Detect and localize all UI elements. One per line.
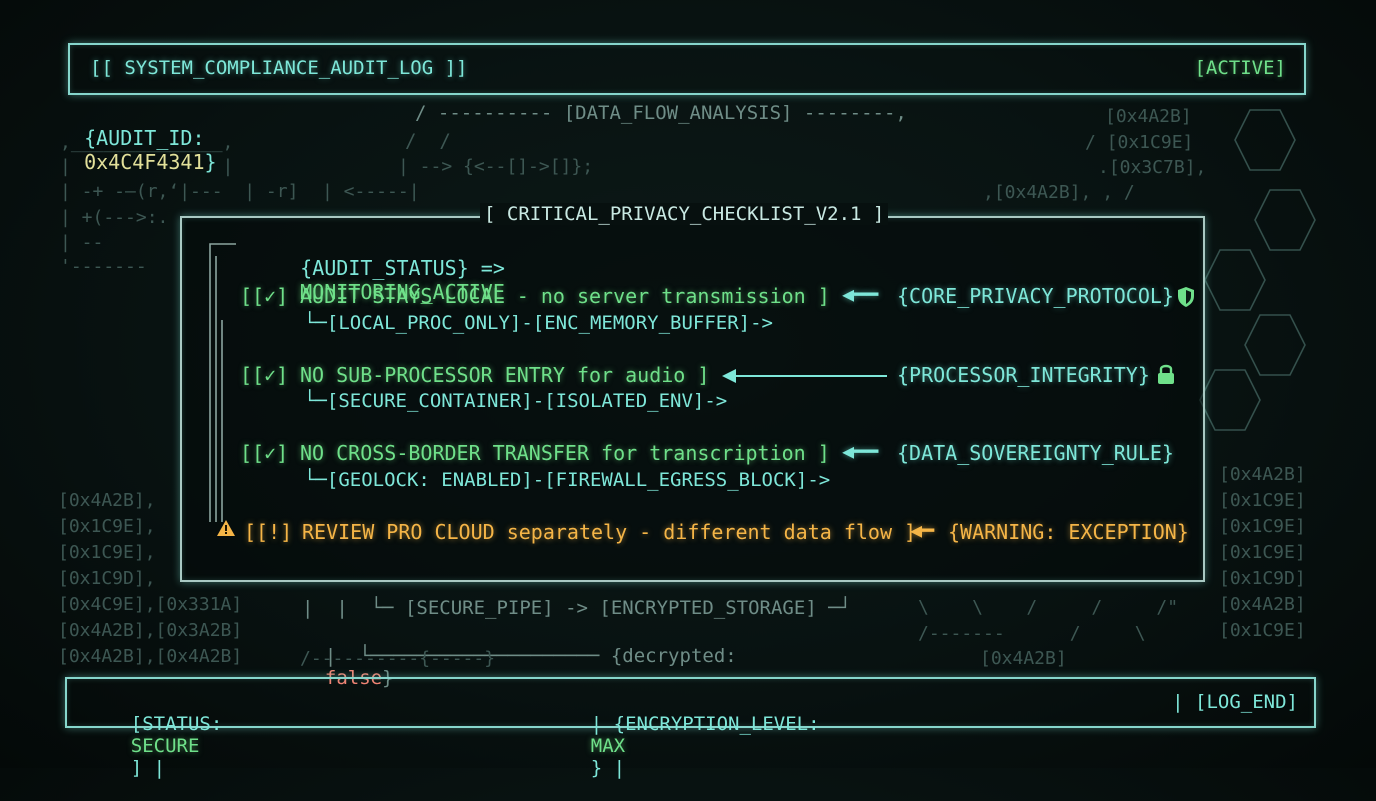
active-status-badge: [ACTIVE]: [1194, 57, 1286, 79]
arrow-left-icon: ◀━━: [842, 282, 879, 306]
encryption-close: } |: [590, 757, 626, 779]
audit-status-label: {AUDIT_STATUS} =>: [300, 256, 505, 280]
warning-mark: [[!]: [244, 520, 293, 544]
checklist-item-detail: └─[LOCAL_PROC_ONLY]-[ENC_MEMORY_BUFFER]-…: [304, 312, 773, 334]
audit-id-value: 0x4C4F4341: [84, 150, 205, 174]
warning-tag: {WARNING: EXCEPTION}: [948, 520, 1189, 544]
checklist-item-text: NO CROSS-BORDER TRANSFER for transcripti…: [300, 441, 830, 465]
hex-value: [0x1C9E]: [1219, 542, 1306, 563]
data-flow-title: / ---------- [DATA_FLOW_ANALYSIS] ------…: [415, 102, 907, 124]
ascii-line: ,______________,: [60, 132, 234, 153]
ascii-line: '-------: [60, 256, 147, 277]
ascii-line: \ \ / / /": [918, 597, 1179, 618]
hex-value: [0x4A2B]: [1219, 464, 1306, 485]
hex-value: [0x4A2B],: [58, 490, 156, 511]
secure-pipe-line: | | └─ [SECURE_PIPE] -> [ENCRYPTED_STORA…: [302, 597, 852, 619]
ascii-line: /------- / \: [918, 623, 1146, 644]
pipe-footer-line: /----------{-----}: [300, 648, 496, 669]
checklist-item-text: NO SUB-PROCESSOR ENTRY for audio ]: [300, 363, 710, 387]
checklist-item-detail: └─[GEOLOCK: ENABLED]-[FIREWALL_EGRESS_BL…: [304, 469, 831, 491]
hex-value: .[0x3C7B],: [1098, 157, 1207, 178]
warning-text: REVIEW PRO CLOUD separately - different …: [302, 520, 917, 544]
arrow-left-icon: ◀━: [910, 518, 935, 542]
hex-value: / [0x1C9E]: [1085, 132, 1194, 153]
audit-status: {AUDIT_STATUS} => MONITORING_ACTIVE: [252, 232, 505, 328]
hex-value: [0x4A2B]: [980, 648, 1067, 669]
hex-value: [0x1C9D]: [1219, 568, 1306, 589]
ascii-line: | +(--->:.: [60, 207, 169, 228]
data-flow-line-4: | <-----|: [322, 181, 420, 202]
hex-value: ,[0x4A2B], , /: [983, 182, 1135, 203]
audit-id-close: }: [204, 150, 217, 174]
audit-id: {AUDIT_ID: 0x4C4F4341}: [60, 102, 217, 174]
protocol-tag: {DATA_SOVEREIGNTY_RULE}: [897, 441, 1174, 465]
check-mark: [[✓]: [240, 441, 289, 465]
data-flow-line-2: / /: [405, 130, 451, 152]
encryption-label: | {ENCRYPTION_LEVEL:: [590, 713, 820, 735]
long-arrow-icon: [722, 369, 887, 383]
audit-id-label: {AUDIT_ID:: [84, 126, 205, 150]
footer-bar: [STATUS: SECURE ] | | {ENCRYPTION_LEVEL:…: [65, 677, 1316, 779]
warning-icon: [217, 520, 235, 536]
hex-value: [0x4A2B],[0x4A2B]: [58, 646, 243, 667]
encryption-indicator: | {ENCRYPTION_LEVEL: MAX } |: [545, 691, 820, 801]
data-flow-line-3: | --> {<--[]->[]};: [398, 156, 594, 177]
hex-value: [0x1C9E]: [1219, 490, 1306, 511]
status-close: ] |: [130, 757, 166, 779]
hex-value: [0x1C9D],: [58, 568, 156, 589]
encryption-value: MAX: [590, 735, 626, 757]
checklist-item-detail: └─[SECURE_CONTAINER]-[ISOLATED_ENV]->: [304, 390, 728, 412]
tree-connector: [209, 243, 236, 522]
page-title: [[ SYSTEM_COMPLIANCE_AUDIT_LOG ]]: [90, 57, 468, 79]
hex-value: [0x1C9E],: [58, 516, 156, 537]
checklist-item-text: AUDIT STAYS LOCAL - no server transmissi…: [300, 284, 830, 308]
ascii-line: | --: [60, 232, 104, 253]
hex-value: [0x4A2B]: [1219, 594, 1306, 615]
lock-icon: [1158, 364, 1174, 384]
arrow-left-icon: ◀━━: [842, 439, 879, 463]
header-bar: [[ SYSTEM_COMPLIANCE_AUDIT_LOG ]] [ACTIV…: [68, 43, 1306, 95]
hex-value: [0x1C9E]: [1219, 516, 1306, 537]
log-end-label: | [LOG_END]: [1172, 691, 1298, 713]
check-mark: [[✓]: [240, 363, 289, 387]
hex-value: [0x1C9E]: [1219, 620, 1306, 641]
check-mark: [[✓]: [240, 284, 289, 308]
ascii-line: | -+ -—(r,‘|--- | -r]: [60, 181, 299, 202]
protocol-tag: {PROCESSOR_INTEGRITY}: [897, 363, 1150, 387]
shield-icon: [1178, 287, 1194, 307]
hex-value: [0x4C9E],[0x331A]: [58, 594, 243, 615]
ascii-line: | |: [60, 156, 234, 177]
decrypted-line-prefix: | └──────────────────── {decrypted:: [324, 645, 737, 667]
checklist-title: [ CRITICAL_PRIVACY_CHECKLIST_V2.1 ]: [480, 203, 889, 225]
protocol-tag: {CORE_PRIVACY_PROTOCOL}: [897, 284, 1174, 308]
hex-value: [0x4A2B]: [1105, 106, 1192, 127]
status-label: [STATUS:: [130, 713, 223, 735]
hex-value: [0x4A2B],[0x3A2B]: [58, 620, 243, 641]
checklist-panel: [ CRITICAL_PRIVACY_CHECKLIST_V2.1 ] {AUD…: [180, 203, 1205, 582]
status-indicator: [STATUS: SECURE ] |: [85, 691, 223, 801]
audit-status-value: MONITORING_ACTIVE: [300, 280, 505, 304]
status-value: SECURE: [130, 735, 200, 757]
hex-value: [0x1C9E],: [58, 542, 156, 563]
